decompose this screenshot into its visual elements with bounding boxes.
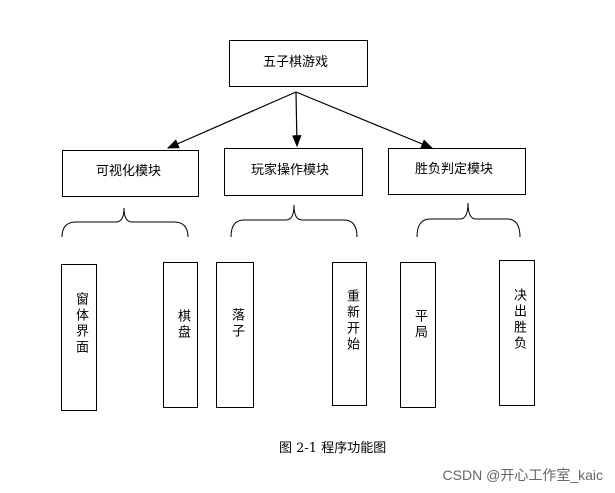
root-node: 五子棋游戏: [229, 40, 368, 87]
arrow-to-player-module: [292, 91, 302, 148]
leaf-decide-winner: 决出胜负: [499, 260, 535, 406]
leaf-chessboard: 棋盘: [163, 262, 198, 408]
leaf-label-place-piece: 落子: [229, 308, 244, 340]
module-node-player: 玩家操作模块: [224, 148, 363, 196]
module-label-player: 玩家操作模块: [251, 163, 330, 178]
brace-visual-module: [61, 207, 189, 238]
brace-player-module: [230, 204, 358, 238]
leaf-label-window-interface: 窗体界面: [73, 292, 88, 356]
module-label-visual: 可视化模块: [96, 164, 162, 179]
module-node-visual: 可视化模块: [62, 150, 199, 197]
leaf-label-restart: 重新开始: [344, 289, 359, 353]
leaf-label-draw: 平局: [412, 309, 427, 341]
leaf-restart: 重新开始: [332, 262, 367, 406]
root-label: 五子棋游戏: [263, 55, 329, 70]
arrow-to-visual-module: [166, 91, 297, 149]
leaf-label-chessboard: 棋盘: [175, 309, 190, 341]
module-node-judge: 胜负判定模块: [388, 148, 526, 195]
watermark: CSDN @开心工作室_kaic: [442, 467, 603, 483]
arrow-to-judge-module: [295, 91, 434, 149]
module-label-judge: 胜负判定模块: [415, 162, 494, 177]
leaf-draw: 平局: [400, 262, 436, 408]
leaf-window-interface: 窗体界面: [61, 264, 97, 411]
figure-caption: 图 2-1 程序功能图: [279, 441, 387, 456]
leaf-label-decide-winner: 决出胜负: [511, 288, 526, 352]
leaf-place-piece: 落子: [216, 262, 254, 408]
brace-judge-module: [416, 202, 521, 238]
